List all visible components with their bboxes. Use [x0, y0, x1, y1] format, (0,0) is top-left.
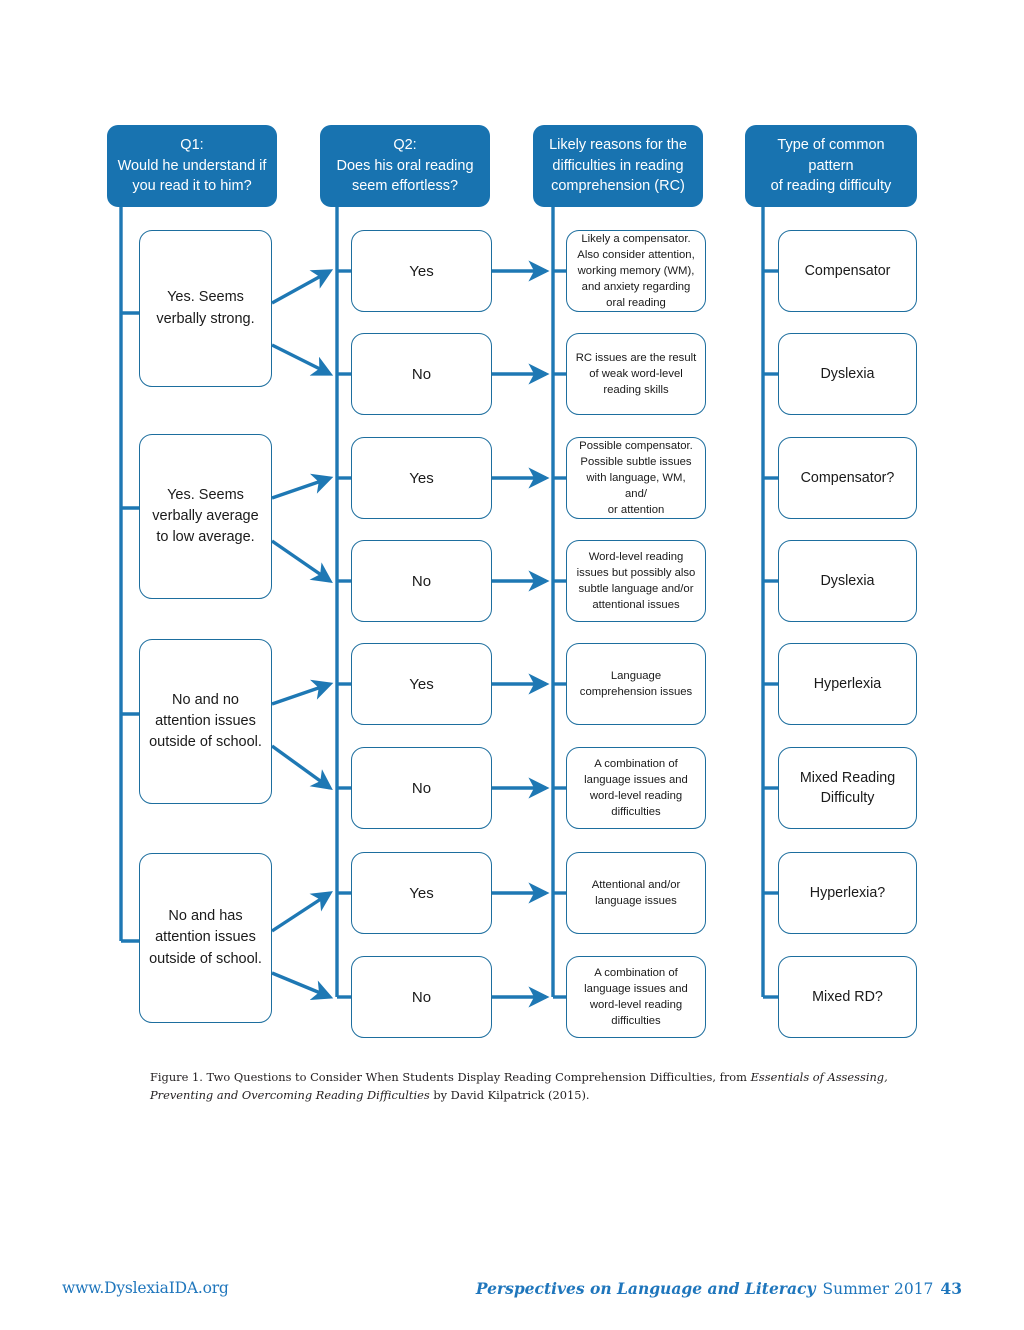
- node-c1-r4[interactable]: No and has attention issues outside of s…: [139, 853, 272, 1023]
- caption-lead: Figure 1. Two Questions to Consider When…: [150, 1070, 751, 1084]
- node-c3-r7[interactable]: Attentional and/or language issues: [566, 852, 706, 934]
- node-c1-r2[interactable]: Yes. Seems verbally average to low avera…: [139, 434, 272, 599]
- caption-tail: by David Kilpatrick (2015).: [429, 1088, 590, 1103]
- node-c2-r7[interactable]: Yes: [351, 852, 492, 934]
- node-c2-r8[interactable]: No: [351, 956, 492, 1038]
- node-c1-r1[interactable]: Yes. Seems verbally strong.: [139, 230, 272, 387]
- node-c4-r1[interactable]: Compensator: [778, 230, 917, 312]
- header-likely-reasons: Likely reasons for the difficulties in r…: [533, 125, 703, 207]
- node-c2-r1[interactable]: Yes: [351, 230, 492, 312]
- footer-page-number: 43: [940, 1279, 962, 1298]
- node-c3-r5[interactable]: Language comprehension issues: [566, 643, 706, 725]
- node-c3-r8[interactable]: A combination of language issues and wor…: [566, 956, 706, 1038]
- footer-issue: Summer 2017: [822, 1280, 934, 1298]
- node-c4-r5[interactable]: Hyperlexia: [778, 643, 917, 725]
- header-pattern-type: Type of common pattern of reading diffic…: [745, 125, 917, 207]
- node-c3-r6[interactable]: A combination of language issues and wor…: [566, 747, 706, 829]
- node-c2-r3[interactable]: Yes: [351, 437, 492, 519]
- node-c3-r3[interactable]: Possible compensator. Possible subtle is…: [566, 437, 706, 519]
- footer-journal-info: Perspectives on Language and Literacy Sum…: [476, 1279, 962, 1298]
- node-c2-r6[interactable]: No: [351, 747, 492, 829]
- node-c4-r4[interactable]: Dyslexia: [778, 540, 917, 622]
- node-c3-r4[interactable]: Word-level reading issues but possibly a…: [566, 540, 706, 622]
- node-c3-r2[interactable]: RC issues are the result of weak word-le…: [566, 333, 706, 415]
- header-q1: Q1: Would he understand if you read it t…: [107, 125, 277, 207]
- caption-book-title: Essentials of Assessing, Preventing and …: [150, 1070, 888, 1103]
- node-c4-r6[interactable]: Mixed Reading Difficulty: [778, 747, 917, 829]
- node-c2-r4[interactable]: No: [351, 540, 492, 622]
- node-c4-r2[interactable]: Dyslexia: [778, 333, 917, 415]
- header-q2: Q2: Does his oral reading seem effortles…: [320, 125, 490, 207]
- footer-journal-name: Perspectives on Language and Literacy: [475, 1279, 816, 1298]
- node-c2-r2[interactable]: No: [351, 333, 492, 415]
- node-c1-r3[interactable]: No and no attention issues outside of sc…: [139, 639, 272, 804]
- node-c4-r7[interactable]: Hyperlexia?: [778, 852, 917, 934]
- figure-caption: Figure 1. Two Questions to Consider When…: [150, 1068, 910, 1105]
- node-c2-r5[interactable]: Yes: [351, 643, 492, 725]
- node-c3-r1[interactable]: Likely a compensator. Also consider atte…: [566, 230, 706, 312]
- footer-website-link[interactable]: www.DyslexiaIDA.org: [62, 1279, 229, 1297]
- node-c4-r3[interactable]: Compensator?: [778, 437, 917, 519]
- node-c4-r8[interactable]: Mixed RD?: [778, 956, 917, 1038]
